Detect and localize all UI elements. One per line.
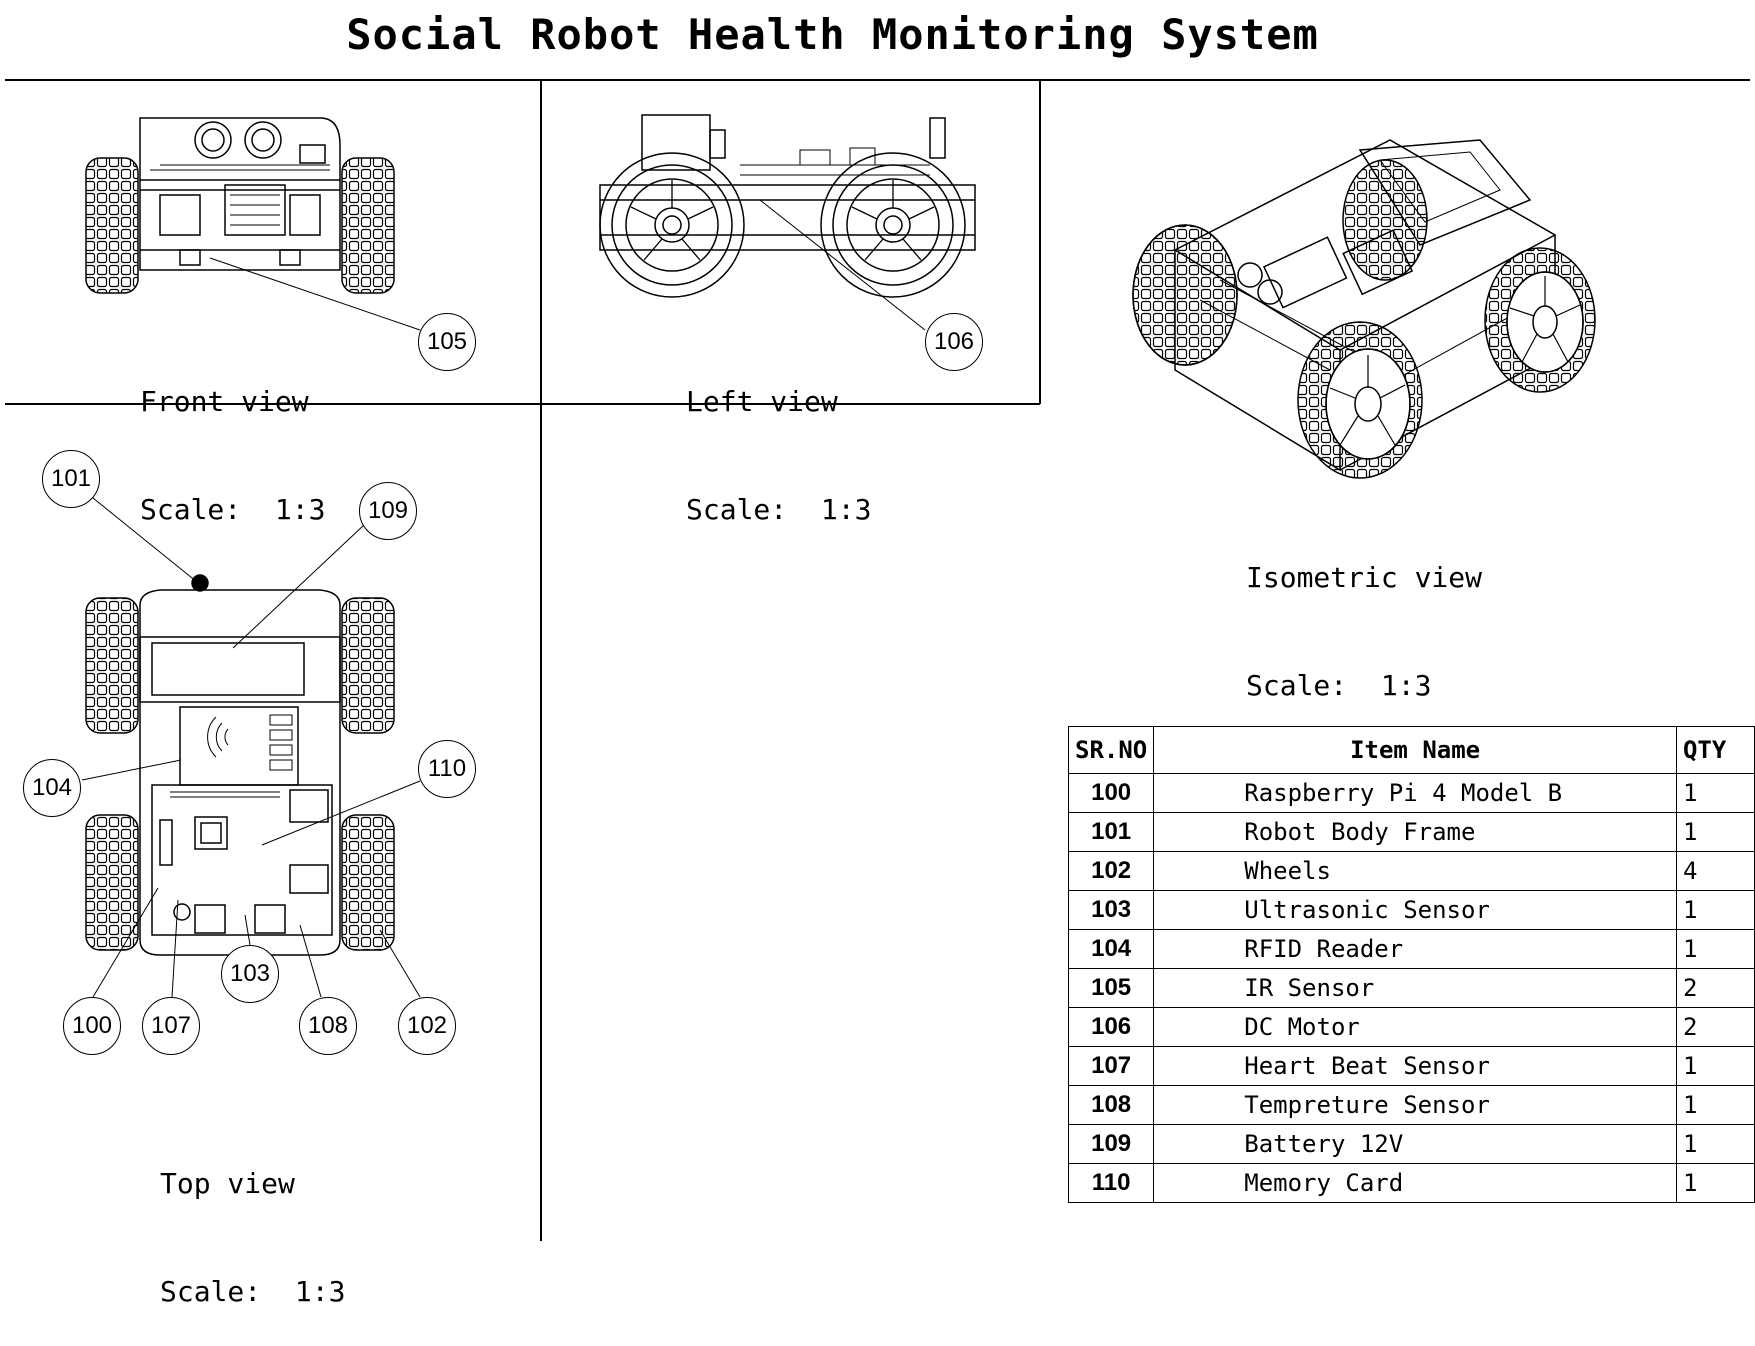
bom-qty: 1: [1675, 1046, 1755, 1086]
balloon-107: 107: [142, 997, 200, 1055]
left-view-name: Left view: [686, 385, 838, 418]
bom-qty: 1: [1675, 812, 1755, 852]
bom-header-name: Item Name: [1153, 726, 1677, 774]
top-view-scale: Scale: 1:3: [160, 1275, 346, 1308]
bom-sr: 100: [1067, 773, 1155, 813]
bom-qty: 1: [1675, 890, 1755, 930]
balloon-106: 106: [925, 313, 983, 371]
balloon-110: 110: [418, 740, 476, 798]
bom-header-qty: QTY: [1675, 726, 1755, 774]
bom-header-sr: SR.NO: [1067, 726, 1155, 774]
frame-lines: [5, 79, 1750, 1241]
bom-item-name: Battery 12V: [1153, 1124, 1677, 1164]
isometric-view-label: Isometric view Scale: 1:3: [1246, 488, 1482, 740]
bom-sr: 102: [1067, 851, 1155, 891]
balloon-109: 109: [359, 482, 417, 540]
bom-qty: 1: [1675, 929, 1755, 969]
bom-sr: 105: [1067, 968, 1155, 1008]
bom-qty: 1: [1675, 1085, 1755, 1125]
bom-item-name: IR Sensor: [1153, 968, 1677, 1008]
front-view-name: Front view: [140, 385, 309, 418]
bom-sr: 106: [1067, 1007, 1155, 1047]
front-view-scale: Scale: 1:3: [140, 493, 326, 526]
bom-sr: 108: [1067, 1085, 1155, 1125]
bom-item-name: Raspberry Pi 4 Model B: [1153, 773, 1677, 813]
bom-header-row: SR.NO Item Name QTY: [1067, 726, 1755, 774]
balloon-101: 101: [42, 450, 100, 508]
isometric-view-scale: Scale: 1:3: [1246, 669, 1432, 702]
left-view-label: Left view Scale: 1:3: [686, 312, 871, 564]
left-view-scale: Scale: 1:3: [686, 493, 872, 526]
balloon-100: 100: [63, 997, 121, 1055]
top-view-drawing: [81, 497, 421, 998]
bom-sr: 104: [1067, 929, 1155, 969]
drawing-sheet: [5, 79, 1750, 1241]
bom-qty: 2: [1675, 1007, 1755, 1047]
balloon-108: 108: [299, 997, 357, 1055]
bom-sr: 101: [1067, 812, 1155, 852]
bom-item-name: Memory Card: [1153, 1163, 1677, 1203]
left-view-drawing: [599, 114, 976, 331]
bom-item-name: Ultrasonic Sensor: [1153, 890, 1677, 930]
bom-item-name: Robot Body Frame: [1153, 812, 1677, 852]
bom-qty: 1: [1675, 773, 1755, 813]
bom-qty: 1: [1675, 1163, 1755, 1203]
balloon-105: 105: [418, 313, 476, 371]
bom-sr: 107: [1067, 1046, 1155, 1086]
bom-qty: 4: [1675, 851, 1755, 891]
balloon-102: 102: [398, 997, 456, 1055]
bom-item-name: DC Motor: [1153, 1007, 1677, 1047]
front-view-label: Front view Scale: 1:3: [140, 312, 325, 564]
drawing-title: Social Robot Health Monitoring System: [346, 10, 1319, 59]
bom-item-name: Heart Beat Sensor: [1153, 1046, 1677, 1086]
bom-item-name: Wheels: [1153, 851, 1677, 891]
bom-item-name: Tempreture Sensor: [1153, 1085, 1677, 1125]
bom-qty: 1: [1675, 1124, 1755, 1164]
balloon-103: 103: [221, 945, 279, 1003]
bom-sr: 110: [1067, 1163, 1155, 1203]
bom-sr: 109: [1067, 1124, 1155, 1164]
isometric-view-name: Isometric view: [1246, 561, 1483, 594]
bom-sr: 103: [1067, 890, 1155, 930]
bom-item-name: RFID Reader: [1153, 929, 1677, 969]
isometric-view-drawing: [1132, 139, 1596, 479]
bom-qty: 2: [1675, 968, 1755, 1008]
top-view-name: Top view: [160, 1167, 295, 1200]
top-view-label: Top view Scale: 1:3: [160, 1094, 345, 1346]
balloon-104: 104: [23, 759, 81, 817]
front-view-drawing: [85, 117, 421, 331]
